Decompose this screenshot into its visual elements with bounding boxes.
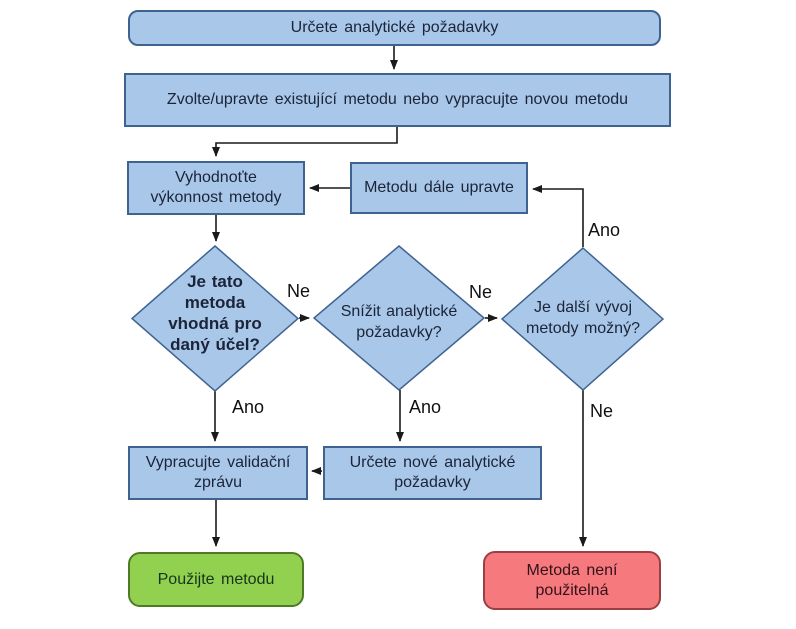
evaluate-performance-node: Vyhodnoťte výkonnost metody: [127, 161, 305, 215]
decision-method-suitable-label: Je tato metoda vhodná pro daný účel?: [168, 272, 262, 354]
use-method-node: Použijte metodu: [128, 552, 304, 607]
decision-further-development-shape: [500, 246, 665, 392]
select-method-label: Zvolte/upravte existující metodu nebo vy…: [166, 91, 629, 108]
decision-method-suitable-shape: [130, 245, 300, 392]
start-node-label: Určete analytické požadavky: [290, 19, 499, 36]
use-method-label: Použijte metodu: [157, 570, 275, 588]
decision-reduce-requirements-label: Snížit analytické požadavky?: [340, 303, 458, 341]
validation-report-node: Vypracujte validační zprávu: [128, 446, 308, 500]
adjust-method-label: Metodu dále upravte: [364, 179, 514, 196]
evaluate-performance-line2: výkonnost metody: [150, 189, 282, 206]
edge-label-develop-yes: Ano: [588, 220, 621, 240]
arrow-develop-yes-to-adjust: [532, 185, 584, 247]
decision-reduce-requirements-shape: [312, 245, 486, 391]
evaluate-performance-line1: Vyhodnoťte: [175, 169, 257, 186]
edge-label-fit-no: Ne: [287, 281, 311, 301]
decision-further-development-label: Je další vývoj metody možný?: [526, 299, 640, 337]
select-method-node: Zvolte/upravte existující metodu nebo vy…: [124, 73, 671, 127]
edge-label-reduce-no: Ne: [469, 282, 493, 302]
adjust-method-node: Metodu dále upravte: [350, 162, 528, 214]
start-node: Určete analytické požadavky: [128, 10, 661, 46]
method-unusable-node: Metoda není použitelná: [483, 551, 661, 610]
arrow-select-to-evaluate: [212, 127, 398, 157]
edge-label-fit-yes: Ano: [232, 397, 265, 417]
new-requirements-node: Určete nové analytické požadavky: [323, 446, 542, 500]
edge-label-develop-no: Ne: [590, 401, 614, 421]
edge-label-reduce-yes: Ano: [409, 397, 442, 417]
